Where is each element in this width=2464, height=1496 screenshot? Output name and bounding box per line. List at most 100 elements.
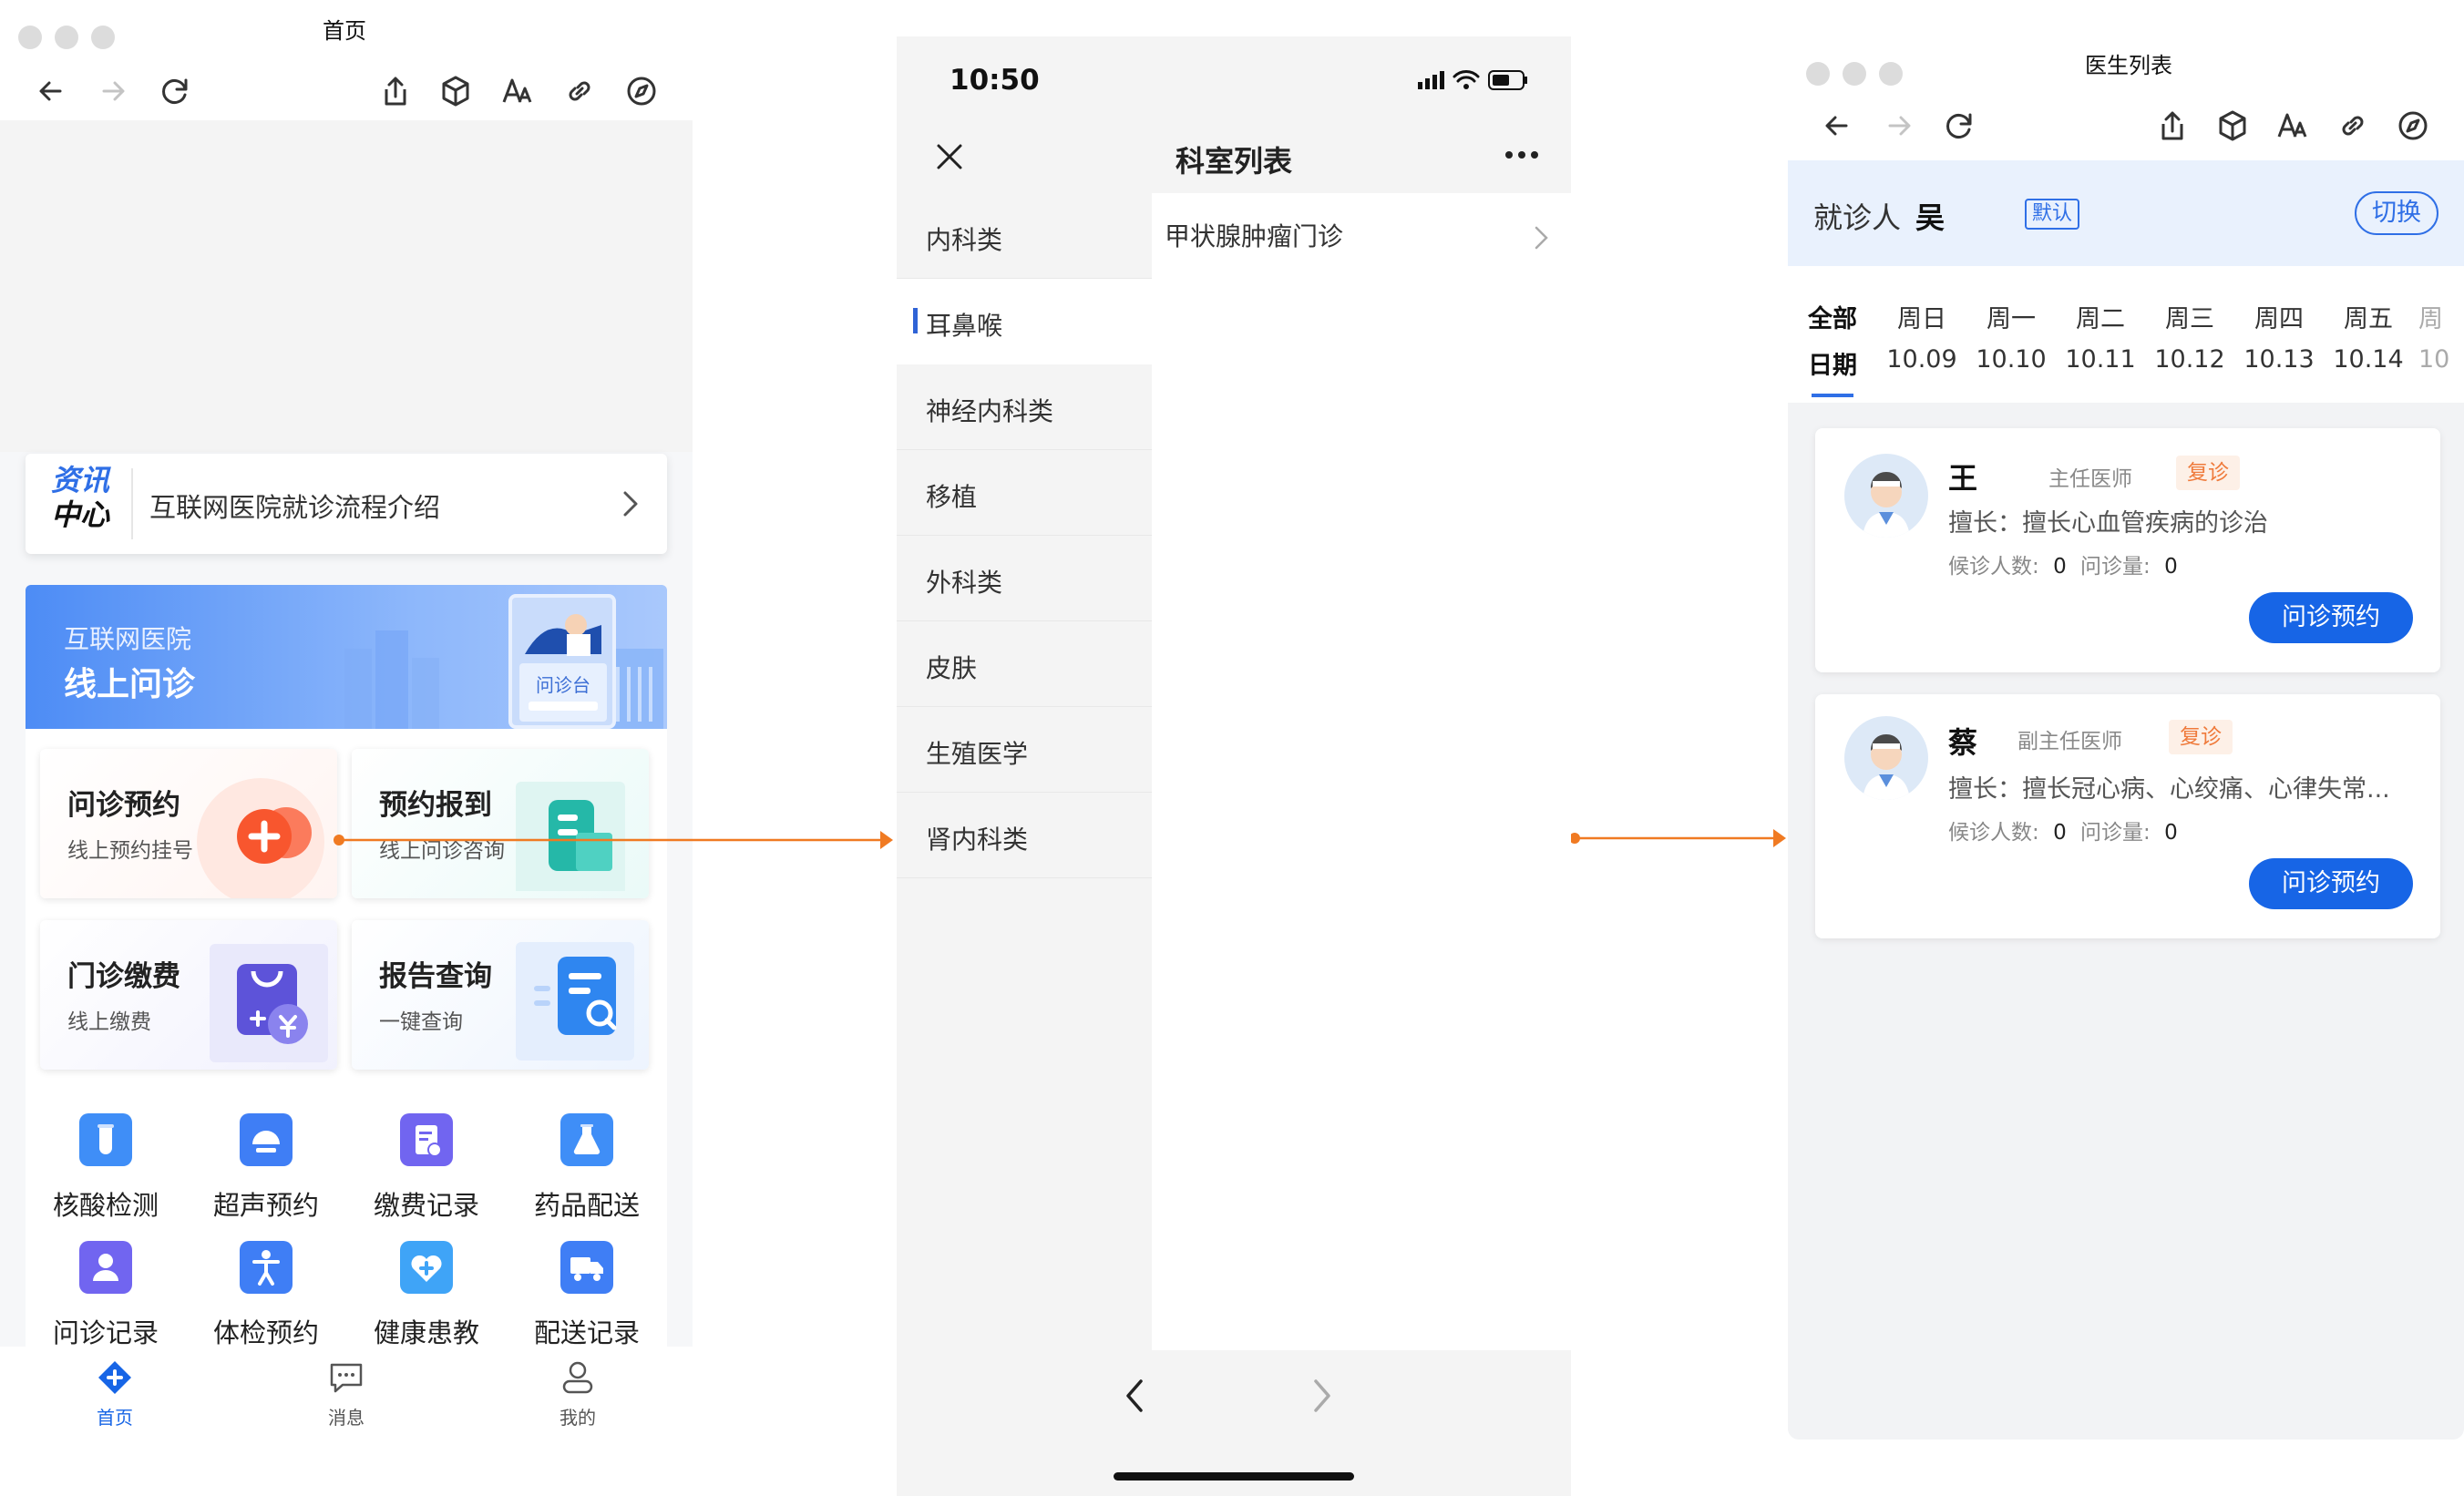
doctor-record-icon	[79, 1241, 132, 1294]
doctor-card[interactable]: 王 主任医师 复诊 擅长：擅长心血管疾病的诊治 候诊人数: 0 问诊量: 0 问…	[1815, 428, 2440, 672]
building-icon	[516, 782, 625, 891]
share-icon[interactable]	[2154, 108, 2191, 144]
truck-icon	[560, 1241, 613, 1294]
refresh-icon[interactable]	[157, 73, 193, 109]
font-size-icon[interactable]	[2274, 108, 2311, 144]
department-list-screen: 10:50 科室列表 甲状腺肿瘤门诊 内科类 耳鼻喉 神经内科类 移植 外科类 …	[897, 36, 1571, 1496]
service-checkup[interactable]: 体检预约	[186, 1241, 346, 1359]
waiting-stats: 候诊人数: 0 问诊量: 0	[1948, 821, 2178, 845]
category-item-selected[interactable]: 耳鼻喉	[897, 279, 1152, 364]
page-title: 科室列表	[1175, 144, 1292, 179]
feature-report-card[interactable]: 报告查询 一键查询	[352, 920, 649, 1070]
test-tube-icon	[79, 1113, 132, 1166]
date-tabs	[1788, 266, 2464, 403]
flow-arrow-2	[1569, 829, 1786, 847]
feature-subtitle: 线上缴费	[67, 1010, 151, 1034]
doctor-avatar	[1844, 716, 1928, 800]
revisit-tag: 复诊	[2169, 720, 2233, 754]
cube-icon[interactable]	[437, 73, 474, 109]
service-nucleic-test[interactable]: 核酸检测	[26, 1113, 186, 1232]
date-tab-all[interactable]: 全部 日期	[1792, 299, 1874, 397]
doctor-card[interactable]: 蔡 副主任医师 复诊 擅长：擅长冠心病、心绞痛、心律失常... 候诊人数: 0 …	[1815, 694, 2440, 938]
category-item[interactable]: 肾内科类	[897, 793, 1152, 878]
feature-payment-card[interactable]: 门诊缴费 线上缴费	[40, 920, 337, 1070]
feature-title: 门诊缴费	[67, 960, 180, 993]
status-time: 10:50	[950, 64, 1040, 97]
banner-subtitle: 互联网医院	[64, 624, 192, 654]
compass-icon[interactable]	[623, 73, 660, 109]
home-screen: 首页 资讯 中心 互联网医院就诊流程介绍	[0, 0, 693, 1496]
home-diamond-icon	[98, 1361, 131, 1394]
waiting-stats: 候诊人数: 0 问诊量: 0	[1948, 555, 2178, 579]
link-icon[interactable]	[561, 73, 598, 109]
status-icons	[1418, 70, 1527, 90]
browser-forward-icon[interactable]	[1309, 1376, 1336, 1416]
news-logo: 资讯 中心	[51, 463, 110, 532]
service-delivery-record[interactable]: 配送记录	[507, 1241, 667, 1359]
tab-profile[interactable]: 我的	[523, 1356, 632, 1429]
book-consultation-button[interactable]: 问诊预约	[2249, 592, 2413, 643]
window-close-dot[interactable]	[18, 26, 42, 49]
category-item[interactable]: 生殖医学	[897, 707, 1152, 793]
switch-patient-button[interactable]: 切换	[2355, 191, 2438, 235]
service-payment-record[interactable]: 缴费记录	[346, 1113, 507, 1232]
bill-icon	[400, 1113, 453, 1166]
service-ultrasound[interactable]: 超声预约	[186, 1113, 346, 1232]
banner-title: 线上问诊	[64, 666, 196, 703]
flask-icon	[560, 1113, 613, 1166]
window-title: 首页	[323, 18, 366, 44]
shopping-bag-yen-icon	[210, 944, 328, 1062]
revisit-tag: 复诊	[2176, 456, 2240, 490]
doctor-avatar	[1844, 454, 1928, 538]
link-icon[interactable]	[2335, 108, 2371, 144]
department-item[interactable]: 甲状腺肿瘤门诊	[1152, 193, 1571, 279]
forward-arrow-icon[interactable]	[1881, 108, 1917, 144]
feature-appointment-card[interactable]: 问诊预约 线上预约挂号	[40, 749, 337, 898]
back-arrow-icon[interactable]	[33, 73, 69, 109]
user-icon	[562, 1361, 593, 1394]
font-size-icon[interactable]	[499, 73, 536, 109]
category-item[interactable]: 内科类	[897, 193, 1152, 279]
category-item[interactable]: 皮肤	[897, 621, 1152, 707]
share-icon[interactable]	[377, 73, 414, 109]
forward-arrow-icon[interactable]	[95, 73, 131, 109]
refresh-icon[interactable]	[1941, 108, 1977, 144]
selected-indicator	[913, 308, 918, 333]
feature-subtitle: 线上预约挂号	[67, 839, 193, 863]
book-consultation-button[interactable]: 问诊预约	[2249, 858, 2413, 909]
service-health-education[interactable]: 健康患教	[346, 1241, 507, 1359]
tab-messages[interactable]: 消息	[292, 1356, 401, 1429]
window-minimize-dot[interactable]	[55, 26, 78, 49]
service-consult-record[interactable]: 问诊记录	[26, 1241, 186, 1359]
doctor-title: 副主任医师	[2017, 730, 2122, 753]
window-minimize-dot[interactable]	[1843, 62, 1866, 86]
online-consultation-banner[interactable]: 问诊台 互联网医院 线上问诊	[26, 585, 667, 729]
more-icon[interactable]	[1504, 148, 1540, 162]
service-drug-delivery[interactable]: 药品配送	[507, 1113, 667, 1232]
cube-icon[interactable]	[2214, 108, 2251, 144]
window-zoom-dot[interactable]	[91, 26, 115, 49]
window-close-dot[interactable]	[1806, 62, 1830, 86]
feature-checkin-card[interactable]: 预约报到 线上问诊咨询	[352, 749, 649, 898]
feature-title: 问诊预约	[67, 789, 180, 822]
tab-home[interactable]: 首页	[60, 1356, 169, 1429]
back-arrow-icon[interactable]	[1819, 108, 1855, 144]
browser-back-icon[interactable]	[1121, 1376, 1148, 1416]
close-icon[interactable]	[931, 138, 968, 175]
news-card[interactable]: 资讯 中心 互联网医院就诊流程介绍	[26, 454, 667, 554]
compass-icon[interactable]	[2395, 108, 2431, 144]
category-item[interactable]: 神经内科类	[897, 364, 1152, 450]
doctor-specialty: 擅长：擅长心血管疾病的诊治	[1948, 509, 2268, 538]
window-zoom-dot[interactable]	[1879, 62, 1903, 86]
patient-name: 吴	[1915, 200, 1946, 235]
category-item[interactable]: 外科类	[897, 536, 1152, 621]
category-item[interactable]: 移植	[897, 450, 1152, 536]
flow-arrow-1	[334, 831, 893, 849]
